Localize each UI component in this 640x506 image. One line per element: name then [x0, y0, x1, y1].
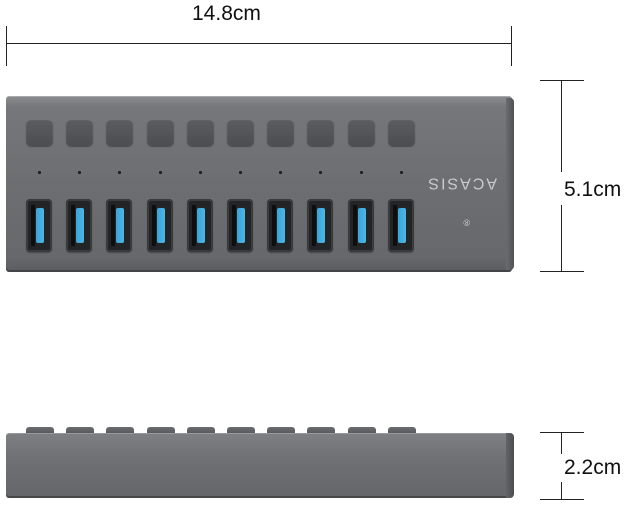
- status-led: [359, 171, 363, 174]
- port-switch-button: [227, 119, 254, 146]
- usb-port: [347, 199, 374, 252]
- side-view-button: [66, 427, 95, 434]
- status-led: [78, 171, 82, 174]
- thickness-dimension-label: 2.2cm: [564, 456, 622, 479]
- usb3-blue-tongue: [116, 208, 125, 243]
- status-led: [279, 171, 283, 174]
- brand-logo: ACASIS ®: [427, 137, 498, 237]
- usb3-blue-tongue: [397, 208, 406, 243]
- width-left-tick: [6, 26, 7, 66]
- height-dimension-label: 5.1cm: [564, 178, 622, 201]
- usb-port: [227, 199, 253, 252]
- usb-port-cavity: [151, 205, 156, 246]
- port-switch-button: [106, 119, 134, 146]
- width-dimension-line: [6, 43, 512, 44]
- usb-port-cavity: [111, 205, 116, 246]
- status-led: [319, 171, 323, 174]
- usb-port: [66, 199, 93, 252]
- port-switch-button: [387, 119, 415, 146]
- usb-port: [307, 199, 334, 252]
- usb-port-cavity: [272, 205, 277, 246]
- hub-top-end-cap: [506, 98, 514, 270]
- width-right-tick: [511, 26, 512, 66]
- brand-name: ACASIS: [426, 174, 498, 192]
- usb-port: [106, 199, 133, 252]
- side-view-button: [347, 427, 376, 434]
- status-led: [118, 171, 122, 174]
- height-top-tick: [540, 80, 584, 81]
- width-dimension-label: 14.8cm: [192, 2, 261, 25]
- usb-port: [146, 199, 173, 252]
- usb-port: [267, 199, 294, 252]
- side-view-button: [267, 427, 296, 434]
- side-view-button: [186, 427, 215, 434]
- hub-side-view: [6, 433, 512, 498]
- usb3-blue-tongue: [156, 208, 165, 243]
- usb-port: [387, 199, 414, 252]
- usb3-blue-tongue: [76, 208, 85, 243]
- side-view-button: [387, 427, 416, 434]
- usb3-blue-tongue: [237, 208, 245, 243]
- usb-port-cavity: [191, 205, 196, 246]
- usb3-blue-tongue: [36, 208, 44, 243]
- trademark-symbol: ®: [461, 217, 471, 228]
- port-switch-button: [186, 119, 214, 146]
- status-led: [399, 171, 403, 174]
- usb-port: [186, 199, 213, 252]
- usb3-blue-tongue: [196, 208, 205, 243]
- port-switch-button: [347, 119, 375, 146]
- usb-port-cavity: [312, 205, 317, 246]
- side-view-button: [307, 427, 336, 434]
- height-dimension-line-lower: [561, 205, 562, 271]
- side-view-button: [106, 427, 135, 434]
- height-dimension-line: [561, 80, 562, 172]
- usb3-blue-tongue: [357, 208, 366, 243]
- status-led: [158, 171, 162, 174]
- usb-port-cavity: [392, 205, 397, 246]
- port-switch-button: [307, 119, 335, 146]
- thickness-dimension-line: [561, 432, 562, 454]
- side-view-button: [146, 427, 175, 434]
- usb3-blue-tongue: [277, 208, 286, 243]
- usb3-blue-tongue: [317, 208, 326, 243]
- status-led: [239, 171, 242, 174]
- thickness-bottom-tick: [540, 499, 584, 500]
- usb-port-cavity: [232, 205, 236, 246]
- usb-port-cavity: [352, 205, 357, 246]
- thickness-top-tick: [540, 432, 584, 433]
- side-view-button: [26, 427, 54, 434]
- thickness-dimension-line-lower: [561, 482, 562, 499]
- usb-port-cavity: [31, 205, 35, 246]
- usb-port: [26, 199, 52, 252]
- side-view-button: [227, 427, 255, 434]
- status-led: [198, 171, 202, 174]
- port-switch-button: [146, 119, 174, 146]
- hub-side-end-cap: [506, 433, 514, 498]
- port-switch-button: [26, 119, 53, 146]
- port-switch-button: [267, 119, 295, 146]
- height-bottom-tick: [540, 271, 584, 272]
- port-switch-button: [66, 119, 94, 146]
- status-led: [38, 171, 41, 174]
- usb-port-cavity: [71, 205, 76, 246]
